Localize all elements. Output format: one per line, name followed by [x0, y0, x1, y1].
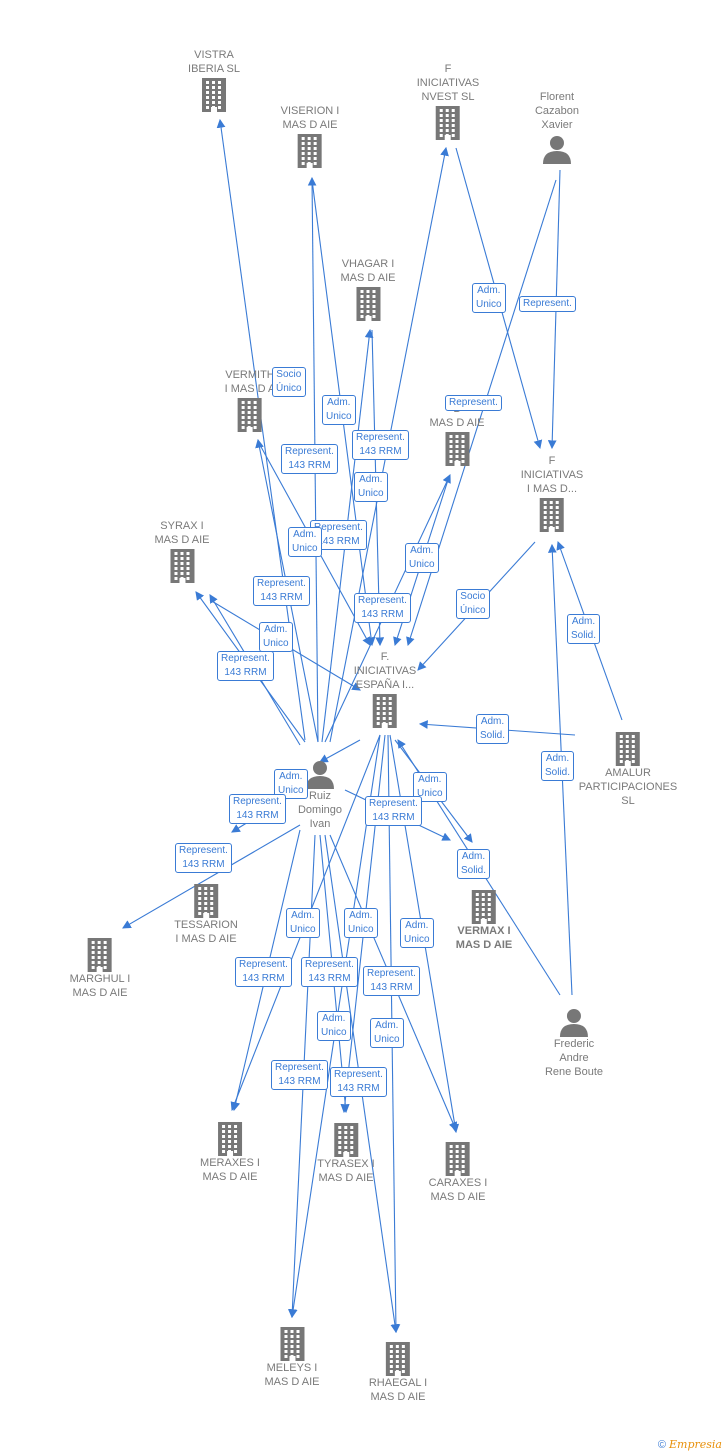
relation-tag[interactable]: Adm. Solid.: [476, 714, 510, 744]
relation-tag[interactable]: Represent. 143 RRM: [352, 430, 409, 460]
relation-tag[interactable]: Adm. Unico: [286, 908, 320, 938]
building-icon: [456, 890, 512, 924]
node-vermax[interactable]: VERMAX I MAS D AIE: [456, 888, 512, 952]
node-label: MELEYS I MAS D AIE: [264, 1362, 320, 1388]
node-florent[interactable]: Florent Cazabon Xavier: [535, 90, 579, 164]
person-icon: [545, 1007, 603, 1037]
node-ruiz[interactable]: Ruiz Domingo Ivan: [298, 757, 342, 831]
footer-brand[interactable]: © Empresia: [658, 1438, 722, 1451]
node-vistra[interactable]: VISTRA IBERIA SL: [188, 48, 240, 112]
node-marghul[interactable]: MARGHUL I MAS D AIE: [69, 936, 131, 1000]
node-label: Ruiz Domingo Ivan: [297, 790, 343, 830]
building-icon: [340, 287, 395, 321]
node-label: VISERION I MAS D AIE: [280, 105, 340, 131]
building-icon: [579, 732, 677, 766]
relation-tag[interactable]: Represent. 143 RRM: [354, 593, 411, 623]
relation-tag[interactable]: Adm. Unico: [259, 622, 293, 652]
node-label: Frederic Andre Rene Boute: [544, 1038, 604, 1078]
node-viserion[interactable]: VISERION I MAS D AIE: [280, 104, 340, 168]
node-label: F INICIATIVAS I MAS D...: [520, 455, 584, 495]
person-icon: [535, 134, 579, 164]
building-icon: [429, 432, 484, 466]
relation-tag[interactable]: Adm. Unico: [344, 908, 378, 938]
node-tessarion[interactable]: TESSARION I MAS D AIE: [174, 882, 238, 946]
node-label: TYRASEX I MAS D AIE: [317, 1158, 375, 1184]
relation-tag[interactable]: Represent. 143 RRM: [363, 966, 420, 996]
node-label: TESSARION I MAS D AIE: [174, 919, 238, 945]
brand-logo-text: Empresia: [669, 1438, 722, 1451]
relation-tag[interactable]: Represent.: [445, 395, 502, 411]
node-label: VISTRA IBERIA SL: [188, 49, 240, 75]
node-label: AMALUR PARTICIPACIONES SL: [578, 767, 678, 807]
relation-tag[interactable]: Represent. 143 RRM: [229, 794, 286, 824]
relation-tag[interactable]: Adm. Unico: [370, 1018, 404, 1048]
relation-tag[interactable]: Represent. 143 RRM: [175, 843, 232, 873]
node-label: MERAXES I MAS D AIE: [200, 1157, 260, 1183]
node-label: SYRAX I MAS D AIE: [154, 520, 210, 546]
node-label: VERMAX I MAS D AIE: [455, 925, 513, 951]
relation-tag[interactable]: Adm. Unico: [472, 283, 506, 313]
building-icon: [317, 1123, 374, 1157]
building-icon: [417, 106, 480, 140]
node-amalur[interactable]: AMALUR PARTICIPACIONES SL: [579, 730, 677, 808]
building-icon: [225, 398, 276, 432]
node-finv_nvest[interactable]: F INICIATIVAS NVEST SL: [416, 62, 480, 140]
relation-tag[interactable]: Represent. 143 RRM: [330, 1067, 387, 1097]
node-label: Florent Cazabon Xavier: [534, 91, 580, 131]
relation-tag[interactable]: Adm. Unico: [400, 918, 434, 948]
relation-tag[interactable]: Adm. Solid.: [541, 751, 575, 781]
building-icon: [354, 694, 417, 728]
relation-tag[interactable]: Adm. Solid.: [457, 849, 491, 879]
building-icon: [264, 1327, 319, 1361]
relation-tag[interactable]: Represent.: [519, 296, 576, 312]
relation-tag[interactable]: Adm. Solid.: [567, 614, 601, 644]
node-label: VERMITH I MAS D A: [224, 369, 276, 395]
relation-tag[interactable]: Adm. Unico: [288, 527, 322, 557]
node-vermith[interactable]: VERMITH I MAS D A: [224, 368, 276, 432]
relation-tag[interactable]: Socio Único: [456, 589, 490, 619]
node-frederic[interactable]: Frederic Andre Rene Boute: [545, 1005, 603, 1079]
relation-tag[interactable]: Adm. Unico: [322, 395, 356, 425]
node-caraxes[interactable]: CARAXES I MAS D AIE: [428, 1140, 488, 1204]
node-label: RHAEGAL I MAS D AIE: [368, 1377, 428, 1403]
building-icon: [369, 1342, 427, 1376]
relation-tag[interactable]: Adm. Unico: [405, 543, 439, 573]
node-meraxes[interactable]: MERAXES I MAS D AIE: [200, 1120, 260, 1184]
node-b_masd[interactable]: B MAS D AIE: [429, 402, 485, 466]
relation-tag[interactable]: Represent. 143 RRM: [235, 957, 292, 987]
node-label: MARGHUL I MAS D AIE: [69, 973, 131, 999]
node-meleys[interactable]: MELEYS I MAS D AIE: [264, 1325, 320, 1389]
node-tyrasex[interactable]: TYRASEX I MAS D AIE: [317, 1121, 375, 1185]
building-icon: [70, 938, 131, 972]
building-icon: [281, 134, 340, 168]
node-label: VHAGAR I MAS D AIE: [340, 258, 396, 284]
building-icon: [154, 549, 209, 583]
relation-tag[interactable]: Adm. Unico: [317, 1011, 351, 1041]
node-label: F INICIATIVAS NVEST SL: [416, 63, 480, 103]
building-icon: [200, 1122, 260, 1156]
node-label: F. INICIATIVAS ESPAÑA I...: [353, 651, 417, 691]
relation-tag[interactable]: Represent. 143 RRM: [365, 796, 422, 826]
node-label: CARAXES I MAS D AIE: [428, 1177, 488, 1203]
relation-tag[interactable]: Represent. 143 RRM: [253, 576, 310, 606]
node-finv_espana[interactable]: F. INICIATIVAS ESPAÑA I...: [353, 650, 417, 728]
node-rhaegal[interactable]: RHAEGAL I MAS D AIE: [369, 1340, 427, 1404]
building-icon: [188, 78, 240, 112]
building-icon: [429, 1142, 488, 1176]
relation-tag[interactable]: Adm. Unico: [354, 472, 388, 502]
relation-tag[interactable]: Represent. 143 RRM: [301, 957, 358, 987]
building-icon: [174, 884, 238, 918]
person-icon: [298, 759, 342, 789]
relation-tag[interactable]: Socio Único: [272, 367, 306, 397]
copyright-symbol: ©: [657, 1439, 666, 1451]
node-vhagar[interactable]: VHAGAR I MAS D AIE: [340, 257, 396, 321]
relation-tag[interactable]: Represent. 143 RRM: [281, 444, 338, 474]
relation-tag[interactable]: Represent. 143 RRM: [271, 1060, 328, 1090]
relation-tag[interactable]: Represent. 143 RRM: [217, 651, 274, 681]
node-finv_masd[interactable]: F INICIATIVAS I MAS D...: [520, 454, 584, 532]
node-syrax[interactable]: SYRAX I MAS D AIE: [154, 519, 210, 583]
building-icon: [521, 498, 584, 532]
